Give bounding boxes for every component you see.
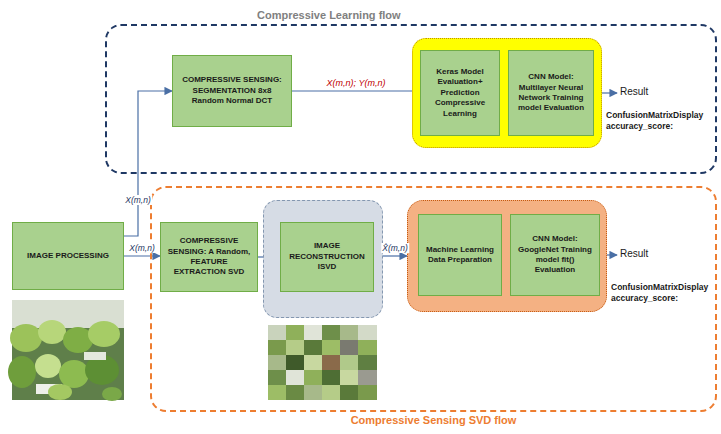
process-box: Keras Model Evaluation+ Prediction Compr…: [420, 50, 500, 136]
pixel-block: [268, 370, 286, 385]
result-label: Result: [620, 86, 680, 97]
lettuce: [48, 384, 72, 400]
lettuce: [10, 324, 42, 352]
process-box: COMPRESSIVE SENSING: A Random, FEATURE E…: [160, 222, 258, 292]
lettuce: [8, 356, 36, 388]
pixel-block: [358, 385, 377, 400]
reconstruction-group: IMAGE RECONSTRUCTION ISVD: [263, 200, 383, 318]
metric-note: ConfusionMatrixDisplay accuracy_score:: [611, 282, 715, 304]
lettuce: [35, 354, 61, 378]
result-label: Result: [620, 248, 680, 259]
pixel-block: [304, 325, 322, 340]
flow-arrow: [124, 91, 172, 236]
lettuce: [59, 360, 89, 388]
edge-label-holder: X(m,n): [124, 189, 152, 207]
pixel-block: [286, 340, 304, 355]
lettuce-photo: [8, 300, 124, 401]
edge-label-holder: X̂(m,n): [381, 237, 409, 255]
box-label: Keras Model Evaluation+ Prediction Compr…: [426, 67, 494, 119]
process-box: Machine Learning Data Preparation: [418, 214, 502, 296]
flow-arrow: [383, 255, 407, 256]
pixel-block: [358, 340, 377, 355]
pixel-block: [340, 370, 358, 385]
signal-label: X(m,n): [124, 195, 152, 205]
pixel-block: [268, 340, 286, 355]
region-title: Compressive Sensing SVD flow: [152, 414, 715, 426]
box-label: COMPRESSIVE SENSING: SEGMENTATION 8x8 Ra…: [178, 75, 286, 106]
reconstructed-image: [268, 325, 377, 400]
lettuce: [88, 321, 120, 347]
region-title: Compressive Learning flow: [107, 9, 715, 21]
pixel-block: [304, 370, 322, 385]
signal-label: X̂(m,n): [381, 243, 409, 253]
pixel-block: [268, 355, 286, 370]
pixel-block: [322, 385, 340, 400]
label-holder: ConfusionMatrixDisplay accuracy_score:: [606, 110, 712, 132]
pixel-block: [358, 355, 377, 370]
model-group: Keras Model Evaluation+ Prediction Compr…: [412, 38, 602, 148]
pixel-block: [286, 385, 304, 400]
pixel-block: [286, 370, 304, 385]
pixel-block: [358, 370, 377, 385]
label-holder: ConfusionMatrixDisplay accuracy_score:: [611, 282, 715, 304]
edge-label-holder: X(m,n): [128, 237, 156, 255]
flow-region: Compressive Learning flowCOMPRESSIVE SEN…: [105, 24, 717, 174]
box-label: CNN Model: GoogleNet Training model fit(…: [516, 234, 594, 276]
flow-arrow: [292, 90, 420, 91]
model-group: Machine Learning Data Preparation CNN Mod…: [407, 200, 607, 312]
pixel-block: [286, 355, 304, 370]
pixel-block: [358, 325, 377, 340]
box-label: Machine Learning Data Preparation: [424, 245, 496, 266]
label-holder: Result: [620, 86, 680, 97]
box-label: CNN Model: Multilayer Neural Network Tra…: [514, 72, 588, 114]
pixel-block: [340, 340, 358, 355]
box-label: COMPRESSIVE SENSING: A Random, FEATURE E…: [166, 236, 252, 278]
signal-label: X(m,n); Y(m,n): [326, 78, 387, 88]
pixel-block: [322, 325, 340, 340]
process-box: IMAGE RECONSTRUCTION ISVD: [280, 222, 374, 292]
process-box: CNN Model: GoogleNet Training model fit(…: [510, 214, 600, 296]
tray: [84, 352, 106, 360]
pixel-block: [340, 385, 358, 400]
lettuce: [38, 320, 66, 344]
pixel-block: [268, 385, 286, 400]
process-box: COMPRESSIVE SENSING: SEGMENTATION 8x8 Ra…: [172, 55, 292, 127]
pixel-block: [322, 355, 340, 370]
pixel-block: [304, 355, 322, 370]
metric-note: ConfusionMatrixDisplay accuracy_score:: [606, 110, 712, 132]
pixel-block: [340, 325, 358, 340]
label-holder: Result: [620, 248, 680, 259]
flow-arrow: [124, 255, 160, 256]
process-box: CNN Model: Multilayer Neural Network Tra…: [508, 50, 594, 136]
process-box: IMAGE PROCESSING: [12, 222, 124, 290]
pixel-block: [304, 340, 322, 355]
box-label: IMAGE PROCESSING: [27, 251, 109, 261]
pixel-block: [304, 385, 322, 400]
box-label: IMAGE RECONSTRUCTION ISVD: [286, 241, 368, 272]
pixel-block: [286, 325, 304, 340]
pixel-block: [322, 370, 340, 385]
edge-label-holder: X(m,n); Y(m,n): [326, 72, 387, 90]
signal-label: X(m,n): [128, 243, 156, 253]
pixel-block: [322, 340, 340, 355]
pixel-block: [340, 355, 358, 370]
lettuce: [102, 387, 122, 401]
pixel-block: [268, 325, 286, 340]
